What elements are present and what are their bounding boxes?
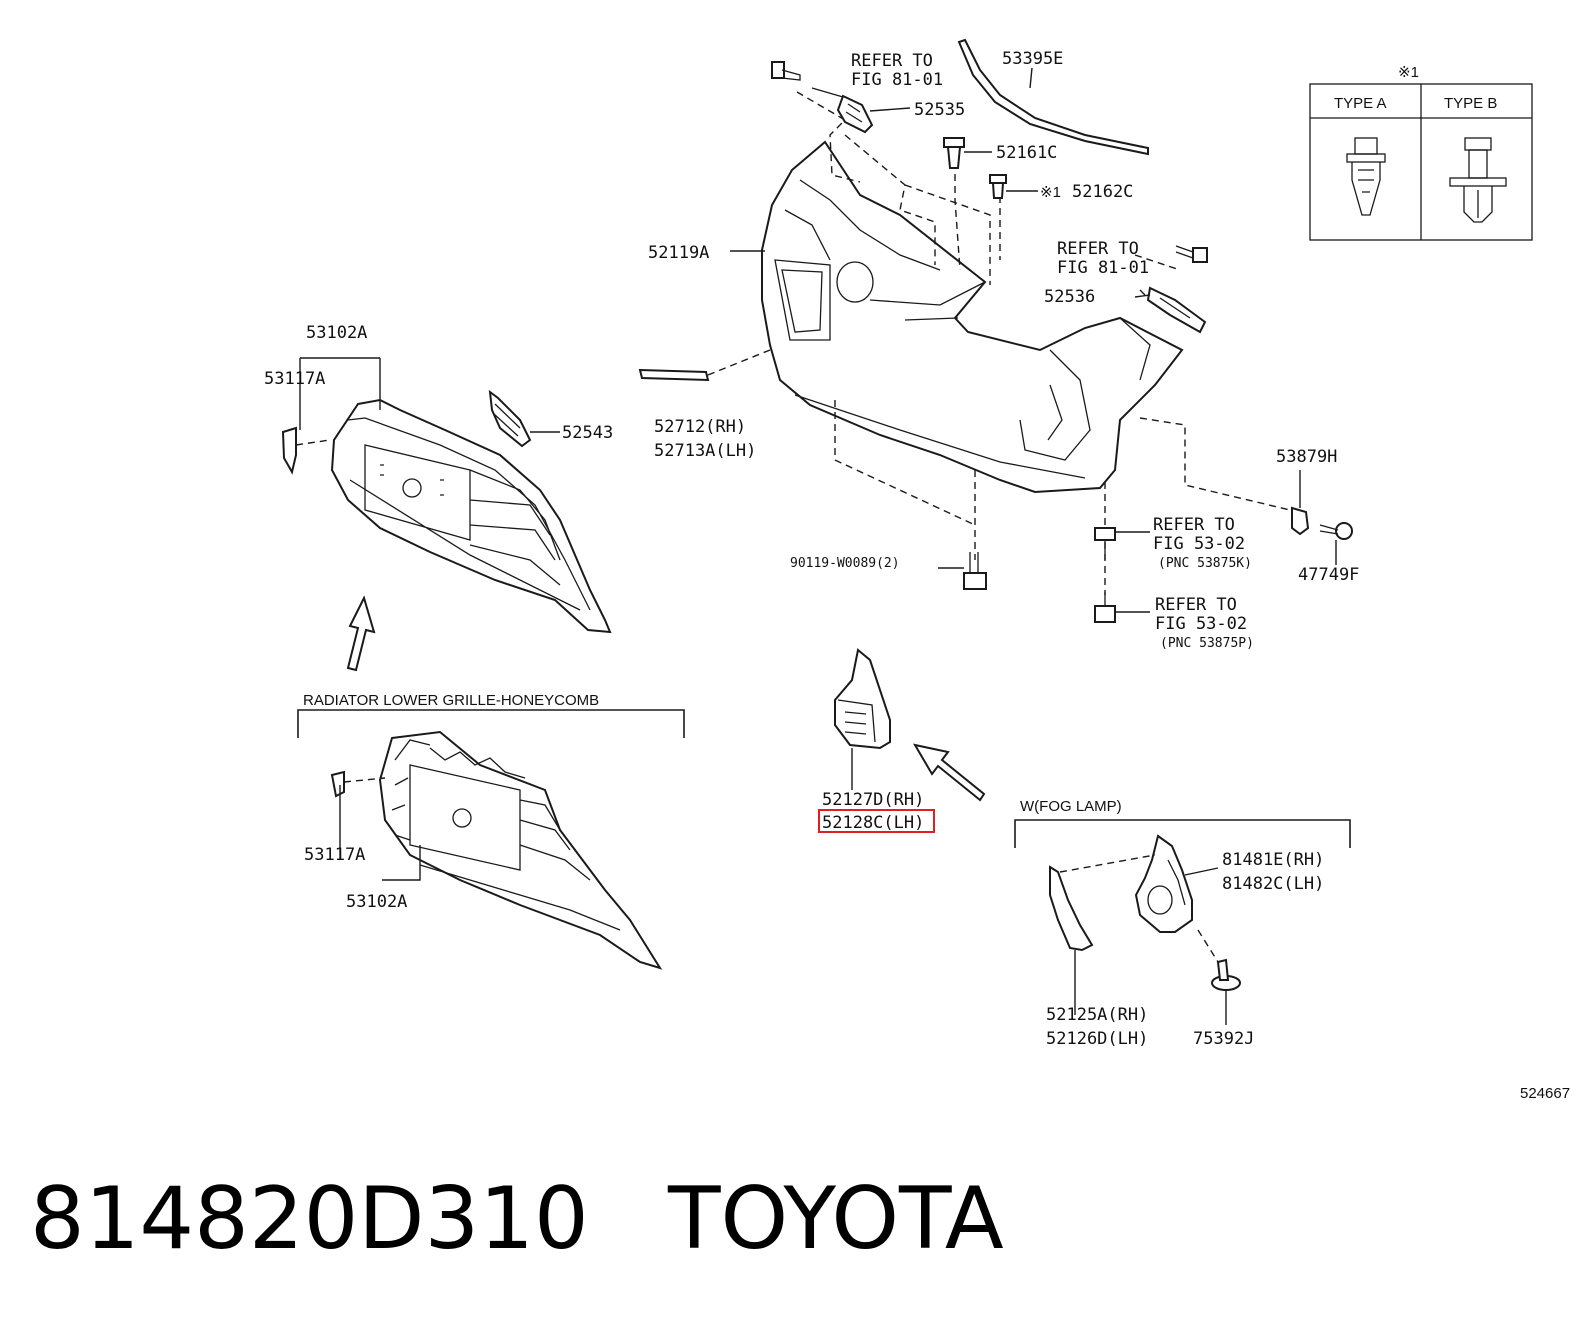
screw-icon [1175, 245, 1208, 263]
label-52162c-mark: ※1 [1040, 184, 1061, 201]
type-b-header: TYPE B [1444, 95, 1497, 112]
label-52125a: 52125A(RH) [1046, 1005, 1148, 1025]
label-52126d: 52126D(LH) [1046, 1029, 1148, 1049]
label-52712: 52712(RH) [654, 417, 746, 437]
label-75392j: 75392J [1193, 1029, 1254, 1049]
clip-53879h-icon [1291, 506, 1310, 536]
label-52535: 52535 [914, 100, 965, 120]
leader-lines [299, 87, 1337, 1025]
fog-lamp-bracket [1014, 819, 1351, 848]
label-53879h: 53879H [1276, 447, 1337, 467]
label-81482c: 81482C(LH) [1222, 874, 1324, 894]
front-bumper-cover [761, 140, 1184, 494]
type-b-clip-icon [1449, 137, 1507, 223]
type-table-mark: ※1 [1398, 64, 1419, 81]
label-52119a: 52119A [648, 243, 709, 263]
moulding-53395e-icon [957, 38, 1149, 156]
fog-lamp-ref-line [1059, 854, 1156, 873]
clip-type-table: ※1 TYPE A TYPE B [1309, 64, 1533, 241]
clip-52162c-icon [989, 174, 1007, 199]
label-52127d: 52127D(RH) [822, 790, 924, 810]
label-47749f: 47749F [1298, 565, 1359, 585]
label-53117a-bottom: 53117A [304, 845, 365, 865]
label-radiator-heading: RADIATOR LOWER GRILLE-HONEYCOMB [303, 692, 599, 709]
label-refer-53-b: REFER TO [1155, 595, 1237, 615]
clip-75392j-icon [1211, 958, 1241, 991]
label-refer-53-b-fig: FIG 53-02 [1155, 614, 1247, 634]
label-refer-53-a-pnc: (PNC 53875K) [1158, 556, 1252, 571]
label-refer-top-fig: FIG 81-01 [851, 70, 943, 90]
label-fog-heading: W(FOG LAMP) [1020, 798, 1122, 815]
callout-labels: REFER TO FIG 81-01 53395E 52535 52161C ※… [264, 49, 1570, 1102]
fog-lamp-cover-52127d [834, 648, 891, 750]
label-53395e: 53395E [1002, 49, 1063, 69]
screw-47749f-icon [1319, 522, 1353, 540]
emblem-53117a-icon [281, 426, 297, 475]
label-refer-right: REFER TO [1057, 239, 1139, 259]
label-refer-top: REFER TO [851, 51, 933, 71]
bracket-52536-icon [1146, 286, 1207, 334]
label-52713a: 52713A(LH) [654, 441, 756, 461]
arrow-icon [912, 743, 986, 802]
bolt-90119-icon [963, 552, 987, 590]
label-refer-53-b-pnc: (PNC 53875P) [1160, 636, 1254, 651]
highlight-box [818, 809, 935, 833]
fog-lamp-bezel-81481e [1134, 834, 1193, 933]
label-refer-53-a: REFER TO [1153, 515, 1235, 535]
garnish-52712-icon [638, 368, 710, 382]
label-53102a-bottom: 53102A [346, 892, 407, 912]
bracket-52543-icon [488, 389, 532, 448]
honeycomb-bracket [297, 709, 685, 738]
radiator-grille-upper [330, 398, 612, 634]
label-figure-id: 524667 [1520, 1085, 1570, 1102]
emblem-53117a-icon [330, 770, 345, 798]
footer-brand: TOYOTA [667, 1169, 1004, 1269]
screw-icon [771, 61, 801, 81]
label-52536: 52536 [1044, 287, 1095, 307]
label-81481e: 81481E(RH) [1222, 850, 1324, 870]
bolt-icon [1094, 527, 1116, 560]
clip-52161c-icon [943, 137, 965, 169]
garnish-52125a [1049, 865, 1094, 952]
bolt-icon [1094, 592, 1116, 623]
arrow-icon [346, 595, 376, 672]
label-52543: 52543 [562, 423, 613, 443]
label-refer-right-fig: FIG 81-01 [1057, 258, 1149, 278]
label-90119: 90119-W0089(2) [790, 556, 900, 571]
bracket-52535-icon [836, 94, 874, 134]
label-refer-53-a-fig: FIG 53-02 [1153, 534, 1245, 554]
footer-part-number: 814820D310 [30, 1169, 589, 1269]
label-52162c: 52162C [1072, 182, 1133, 202]
label-52161c: 52161C [996, 143, 1057, 163]
radiator-grille-honeycomb [378, 730, 663, 970]
label-53102a-top: 53102A [306, 323, 367, 343]
label-52128c: 52128C(LH) [822, 813, 924, 833]
type-a-header: TYPE A [1334, 95, 1387, 112]
type-a-clip-icon [1346, 137, 1386, 216]
label-53117a-top: 53117A [264, 369, 325, 389]
